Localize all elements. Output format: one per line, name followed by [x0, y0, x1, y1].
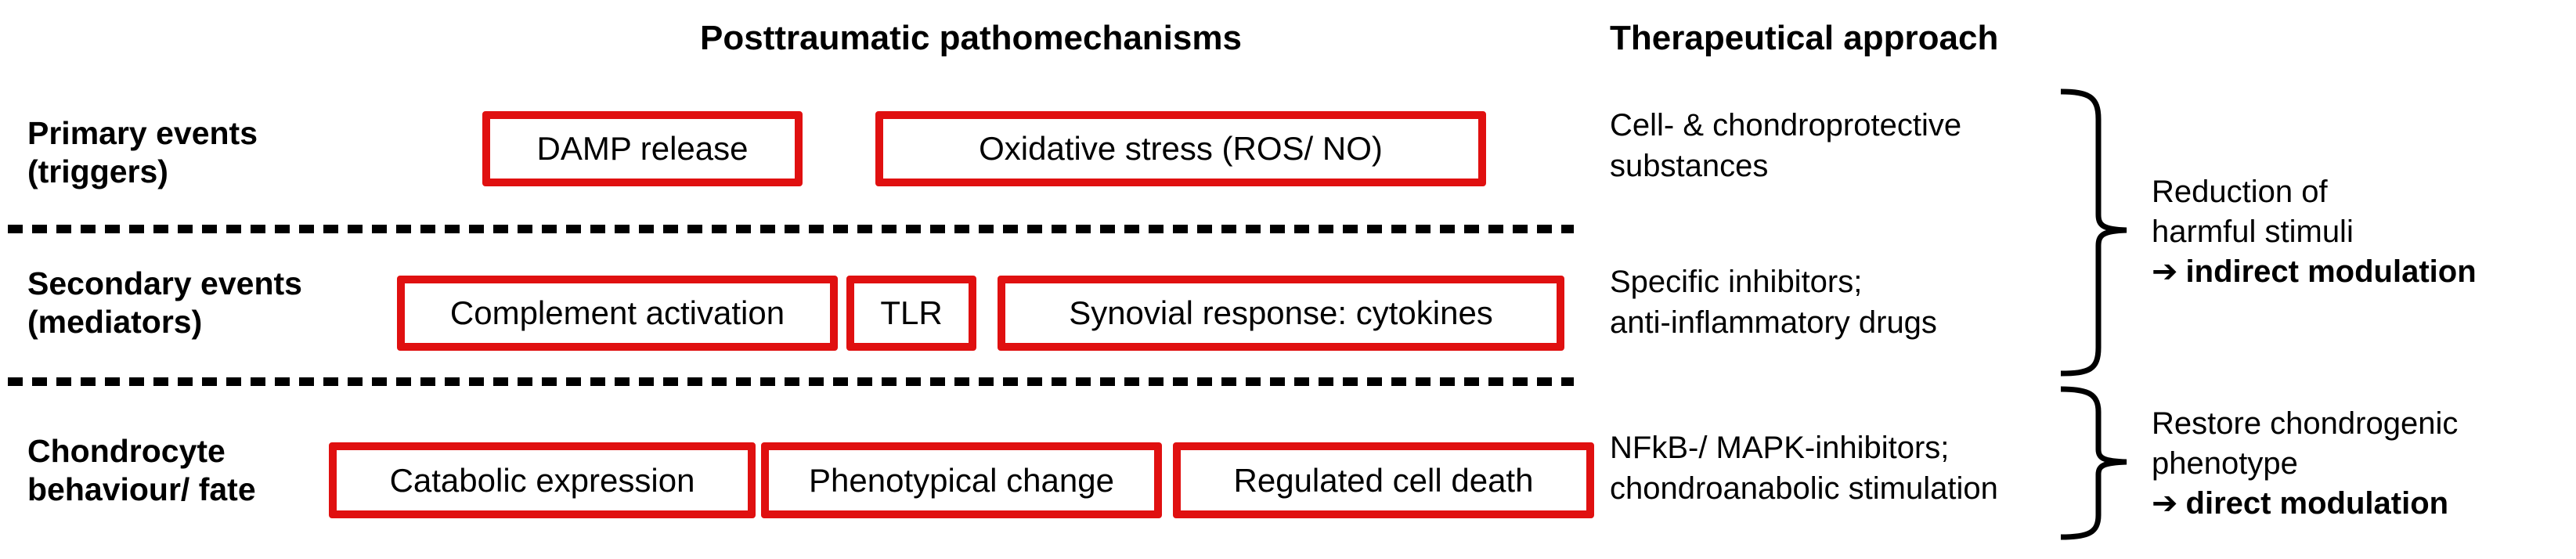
therapy-line: substances — [1610, 149, 1769, 183]
therapy-line: Specific inhibitors; — [1610, 265, 1863, 299]
box-phenotypical-change: Phenotypical change — [761, 442, 1162, 518]
therapy-line: chondroanabolic stimulation — [1610, 471, 1998, 506]
therapy-text-row2: Specific inhibitors; anti-inflammatory d… — [1610, 261, 1937, 343]
box-complement-activation: Complement activation — [397, 276, 838, 351]
therapy-line: NFkB-/ MAPK-inhibitors; — [1610, 431, 1950, 465]
box-regulated-cell-death: Regulated cell death — [1173, 442, 1594, 518]
outcome-bold-line: ➔indirect modulation — [2152, 252, 2477, 292]
therapy-line: Cell- & chondroprotective — [1610, 108, 1962, 142]
row-label-primary-events: Primary events (triggers) — [27, 114, 258, 191]
outcome-direct-modulation: Restore chondrogenic phenotype ➔direct m… — [2152, 404, 2458, 524]
header-posttraumatic-pathomechanisms: Posttraumatic pathomechanisms — [700, 19, 1242, 57]
row-label-chondrocyte-behaviour: Chondrocyte behaviour/ fate — [27, 432, 256, 509]
curly-brace-direct — [2060, 386, 2127, 540]
row-label-line: Chondrocyte — [27, 433, 225, 469]
dashed-divider — [8, 225, 1574, 233]
therapy-line: anti-inflammatory drugs — [1610, 305, 1937, 340]
outcome-bold-line: ➔direct modulation — [2152, 484, 2458, 524]
outcome-line: Restore chondrogenic — [2152, 406, 2459, 441]
outcome-line: phenotype — [2152, 446, 2298, 481]
curly-brace-indirect — [2060, 88, 2127, 377]
arrow-right-icon: ➔ — [2152, 254, 2178, 290]
arrow-right-icon: ➔ — [2152, 485, 2178, 521]
header-therapeutical-approach: Therapeutical approach — [1610, 19, 1999, 57]
therapy-text-row1: Cell- & chondroprotective substances — [1610, 105, 1961, 186]
box-tlr: TLR — [846, 276, 976, 351]
row-label-secondary-events: Secondary events (mediators) — [27, 265, 302, 341]
outcome-indirect-modulation: Reduction of harmful stimuli ➔indirect m… — [2152, 172, 2477, 292]
box-catabolic-expression: Catabolic expression — [329, 442, 756, 518]
therapy-text-row3: NFkB-/ MAPK-inhibitors; chondroanabolic … — [1610, 427, 1998, 509]
row-label-line: Primary events — [27, 115, 258, 151]
outcome-line: Reduction of — [2152, 175, 2328, 209]
row-label-line: (triggers) — [27, 153, 168, 189]
outcome-bold-text: indirect modulation — [2185, 254, 2477, 289]
outcome-line: harmful stimuli — [2152, 215, 2354, 249]
row-label-line: behaviour/ fate — [27, 471, 256, 507]
box-synovial-response: Synovial response: cytokines — [998, 276, 1564, 351]
box-oxidative-stress: Oxidative stress (ROS/ NO) — [875, 111, 1486, 186]
box-damp-release: DAMP release — [482, 111, 803, 186]
row-label-line: (mediators) — [27, 304, 203, 340]
outcome-bold-text: direct modulation — [2185, 486, 2449, 521]
dashed-divider — [8, 377, 1574, 386]
row-label-line: Secondary events — [27, 265, 302, 301]
